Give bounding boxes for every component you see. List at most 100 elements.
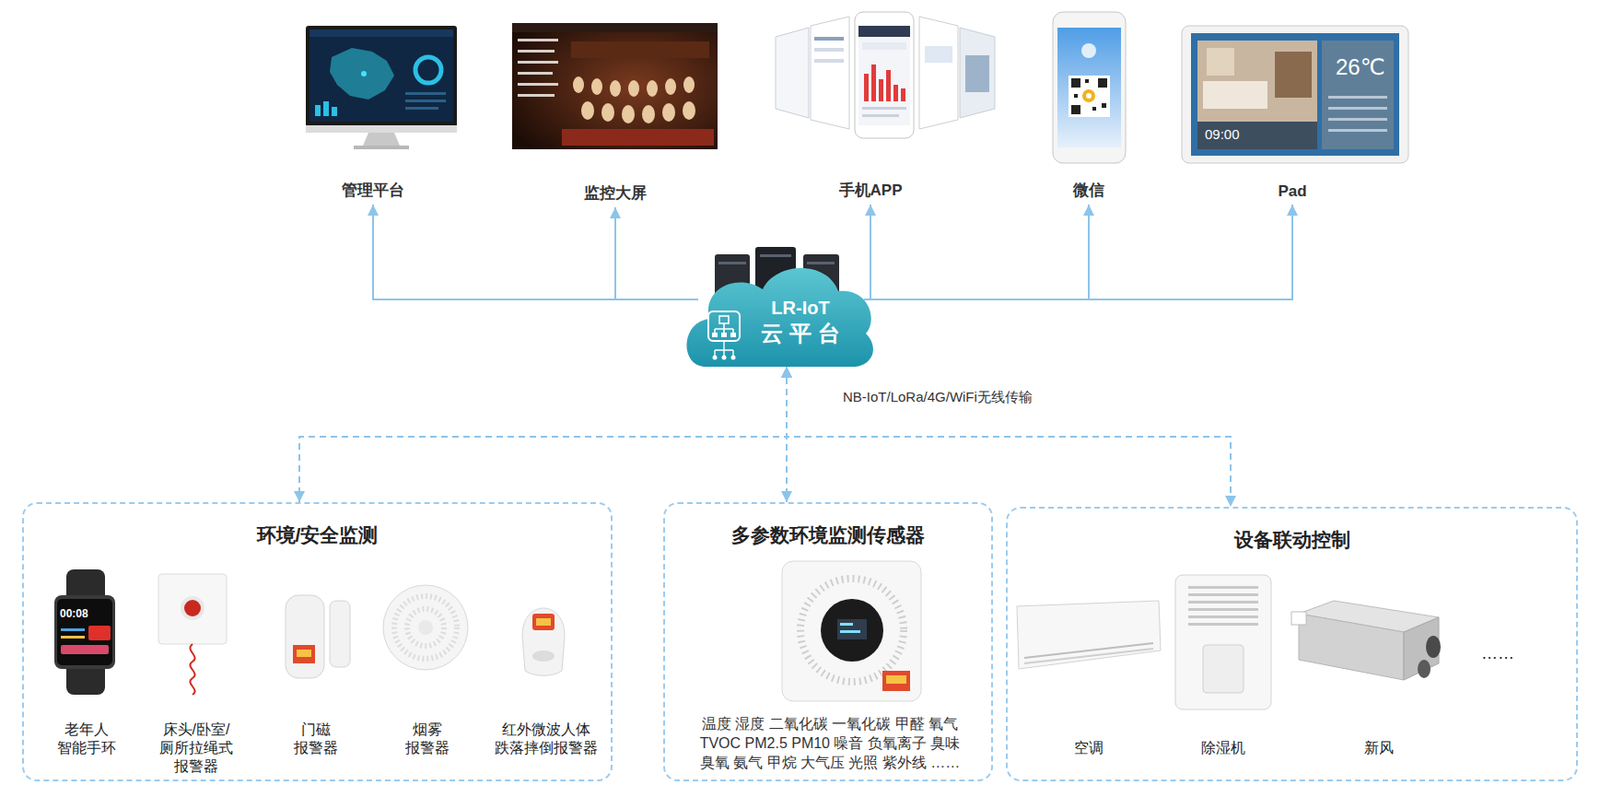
pad-illustration-part bbox=[1328, 95, 1388, 99]
cloud-text: 云平台 bbox=[754, 319, 847, 348]
phone-app-illustration-part bbox=[775, 27, 809, 118]
cloud-illustration-part bbox=[718, 261, 747, 265]
fresh-air-unit-illustration-part bbox=[1417, 659, 1431, 678]
wechat-illustration-part bbox=[1086, 93, 1092, 99]
monitor-illustration bbox=[305, 25, 457, 150]
sensor-illustration-part bbox=[882, 670, 911, 691]
video-wall-illustration-part-part bbox=[628, 80, 640, 97]
video-wall-illustration-part-part bbox=[662, 103, 676, 122]
cloud-illustration-part bbox=[806, 261, 835, 265]
watch-illustration-part bbox=[60, 635, 85, 639]
pad-illustration-part bbox=[1321, 40, 1394, 150]
wechat-illustration-part bbox=[1071, 78, 1108, 115]
monitor-illustration-part bbox=[331, 106, 338, 117]
edge-label: NB-IoT/LoRa/4G/WiFi无线传输 bbox=[840, 387, 1036, 408]
video-wall-illustration-part bbox=[517, 38, 559, 42]
fresh-air-unit-illustration bbox=[1291, 600, 1441, 680]
phone-app-illustration-part bbox=[814, 58, 844, 63]
caption: 手机APP bbox=[839, 179, 903, 205]
dehumidifier-illustration-part bbox=[1175, 574, 1272, 710]
sensor-item: 温度 湿度 二氧化碳 一氧化碳 甲醛 氧气 TVOC PM2.5 PM10 噪音… bbox=[687, 559, 973, 772]
caption: 除湿机 bbox=[1195, 738, 1251, 758]
phone-app-illustration-part-part bbox=[886, 70, 891, 102]
watch-illustration-part bbox=[54, 595, 116, 669]
wechat-illustration-part-part bbox=[1074, 93, 1078, 98]
cloud-illustration-part bbox=[721, 332, 727, 338]
watch-illustration bbox=[54, 569, 116, 695]
group-box: 多参数环境监测传感器温度 湿度 二氧化碳 一氧化碳 甲醛 氧气 TVOC PM2… bbox=[663, 502, 993, 782]
watch-illustration-part bbox=[57, 598, 113, 666]
pad-illustration bbox=[1181, 25, 1409, 164]
wechat-illustration-part bbox=[1052, 11, 1126, 164]
cloud-illustration-part bbox=[759, 254, 792, 257]
wechat-illustration-part-part bbox=[1071, 78, 1081, 88]
cloud-illustration-part bbox=[686, 268, 873, 367]
caption: 烟雾 报警器 bbox=[399, 720, 456, 758]
device-item: 床头/卧室/ 厕所拉绳式 报警器 bbox=[154, 563, 238, 776]
caption: 红外微波人体 跌落摔倒报警器 bbox=[490, 720, 602, 758]
cloud-illustration-part bbox=[730, 332, 736, 338]
sensor-illustration-part bbox=[840, 622, 853, 626]
video-wall-illustration-part-part bbox=[621, 105, 635, 124]
phone-app-illustration-part bbox=[854, 11, 914, 139]
connector bbox=[615, 207, 699, 300]
pad-illustration-part bbox=[1181, 25, 1409, 164]
connector bbox=[786, 366, 1231, 507]
video-wall-illustration-part-part bbox=[591, 78, 603, 95]
video-wall-illustration-part-part bbox=[683, 76, 695, 94]
fall-detector-illustration bbox=[522, 607, 565, 676]
caption: 监控大屏 bbox=[583, 182, 647, 208]
sensor-illustration-part bbox=[820, 598, 884, 662]
connector bbox=[864, 204, 1293, 300]
caption: Pad bbox=[1277, 182, 1307, 205]
group-title: 多参数环境监测传感器 bbox=[665, 503, 992, 549]
video-wall-illustration-part-part bbox=[609, 80, 621, 97]
monitor-illustration-part bbox=[361, 70, 367, 77]
wechat-illustration bbox=[1052, 11, 1126, 164]
cloud-illustration-part bbox=[714, 323, 734, 333]
phone-app-illustration-part-part bbox=[893, 84, 899, 102]
pad-illustration-part bbox=[1328, 117, 1388, 121]
monitor-illustration-part bbox=[309, 29, 454, 37]
pull-cord-alarm-illustration-part bbox=[184, 599, 201, 617]
device-item: 空调 bbox=[1061, 554, 1117, 758]
phone-app-illustration-part bbox=[862, 114, 900, 117]
device-item: 门磁 报警器 bbox=[288, 563, 344, 758]
air-conditioner-illustration-part bbox=[1016, 600, 1161, 669]
video-wall-illustration-part bbox=[517, 60, 559, 64]
phone-app-illustration-part-part bbox=[900, 88, 906, 102]
dehumidifier-illustration bbox=[1175, 574, 1272, 710]
sensor-illustration-part bbox=[782, 560, 922, 701]
phone-app-illustration-part bbox=[814, 47, 844, 52]
device-item: 新风 bbox=[1351, 554, 1407, 758]
monitor-illustration-part bbox=[405, 99, 446, 103]
monitor-illustration-part bbox=[315, 105, 321, 117]
label-text: 09:00 bbox=[1204, 126, 1240, 142]
monitor-illustration-part bbox=[405, 92, 446, 95]
group-box: 环境/安全监测老年人 智能手环床头/卧室/ 厕所拉绳式 报警器门磁 报警器烟雾 … bbox=[22, 502, 613, 782]
smoke-alarm-illustration-part bbox=[394, 595, 457, 659]
dehumidifier-illustration-part-part bbox=[1188, 615, 1259, 619]
device-node: 微信 bbox=[1050, 9, 1128, 205]
dehumidifier-illustration-part bbox=[1188, 585, 1259, 626]
door-magnet-illustration bbox=[285, 595, 351, 678]
fresh-air-unit-illustration-part bbox=[1425, 635, 1441, 658]
phone-app-illustration-part bbox=[862, 106, 907, 110]
video-wall-illustration-part bbox=[512, 23, 718, 33]
phone-app-illustration-part bbox=[919, 16, 958, 129]
caption: 空调 bbox=[1061, 738, 1117, 758]
pad-illustration-part bbox=[1197, 40, 1318, 122]
wechat-illustration-part bbox=[1057, 27, 1122, 148]
caption: 温度 湿度 二氧化碳 一氧化碳 甲醛 氧气 TVOC PM2.5 PM10 噪音… bbox=[687, 713, 973, 772]
video-wall-illustration-part bbox=[571, 41, 710, 59]
watch-illustration-part bbox=[88, 625, 111, 641]
pull-cord-alarm-illustration-part bbox=[189, 643, 195, 695]
monitor-illustration-part bbox=[362, 132, 400, 146]
monitor-illustration-part bbox=[305, 125, 457, 133]
pull-cord-alarm-illustration-part bbox=[180, 595, 205, 620]
wechat-illustration-part-part bbox=[1071, 105, 1081, 115]
pad-illustration-part bbox=[1191, 33, 1400, 156]
cloud-illustration-part bbox=[714, 340, 734, 356]
